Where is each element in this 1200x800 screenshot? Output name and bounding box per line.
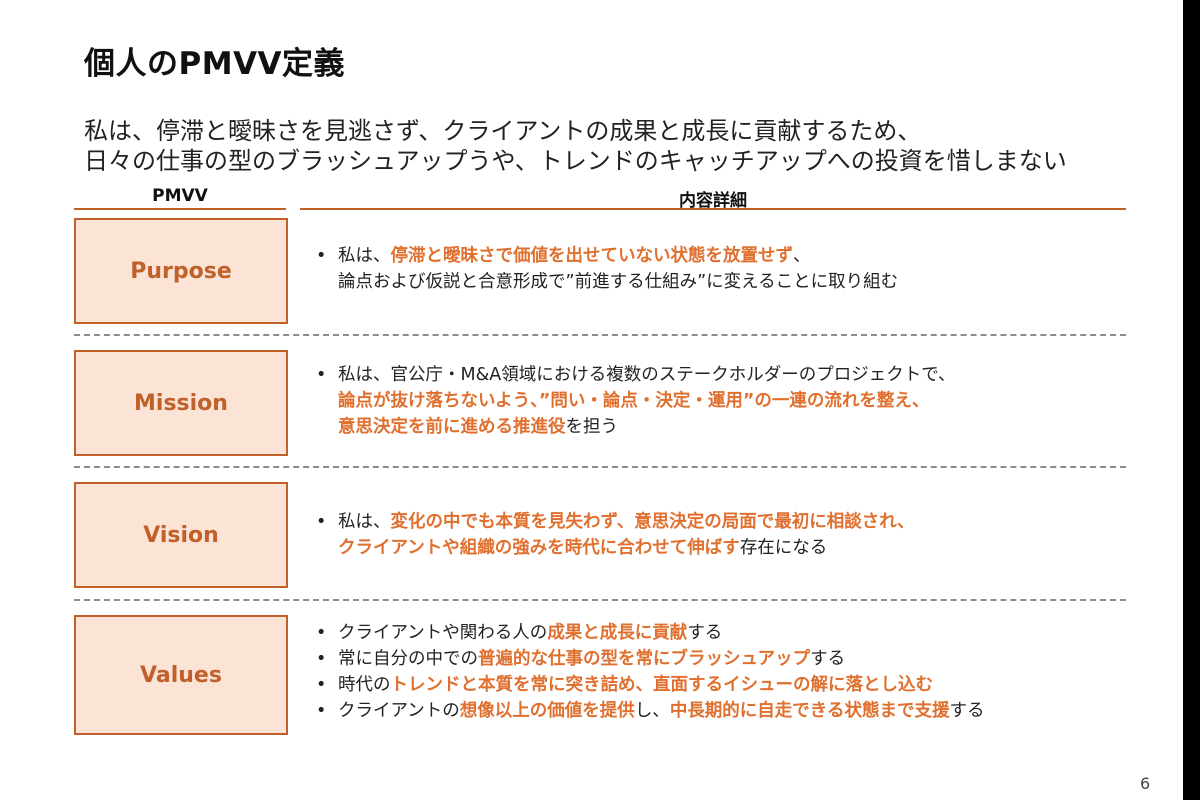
statement: 私は、停滞と曖昧さを見逃さず、クライアントの成果と成長に貢献するため、 日々の仕… [84, 116, 1067, 176]
vision-highlight: クライアントや組織の強みを時代に合わせて伸ばす [338, 538, 740, 558]
values-highlight: 普遍的な仕事の型を常にブラッシュアップ [478, 649, 811, 669]
row-separator [74, 334, 1126, 336]
vision-bullet: 私は、変化の中でも本質を見失わず、意思決定の局面で最初に相談され、 クライアント… [314, 509, 1154, 561]
statement-line-2: 日々の仕事の型のブラッシュアップうや、トレンドのキャッチアップへの投資を惜しまな… [84, 147, 1067, 175]
column-header-details: 内容詳細 [679, 191, 747, 211]
values-label: Values [140, 662, 222, 688]
mission-content: 私は、官公庁・M&A領域における複数のステークホルダーのプロジェクトで、 論点が… [314, 362, 1154, 440]
values-label-box: Values [74, 615, 288, 735]
purpose-text: 、 [793, 246, 811, 266]
purpose-label: Purpose [130, 258, 232, 284]
vision-label: Vision [143, 522, 219, 548]
statement-line-1: 私は、停滞と曖昧さを見逃さず、クライアントの成果と成長に貢献するため、 [84, 117, 922, 145]
mission-label-box: Mission [74, 350, 288, 456]
mission-line-3: 意思決定を前に進める推進役を担う [338, 414, 1154, 440]
mission-bullet: 私は、官公庁・M&A領域における複数のステークホルダーのプロジェクトで、 論点が… [314, 362, 1154, 440]
header-rule-left [74, 208, 286, 210]
mission-highlight: 意思決定を前に進める推進役 [338, 417, 566, 437]
header-rule-right [300, 208, 1126, 210]
purpose-label-box: Purpose [74, 218, 288, 324]
values-text: し、 [634, 701, 670, 721]
purpose-text: 私は、 [338, 246, 391, 266]
purpose-bullet: 私は、停滞と曖昧さで価値を出せていない状態を放置せず、 論点および仮説と合意形成… [314, 243, 1154, 295]
mission-line-1: 私は、官公庁・M&A領域における複数のステークホルダーのプロジェクトで、 [338, 365, 956, 385]
values-text: する [810, 649, 846, 669]
window-frame-right [1183, 0, 1200, 800]
mission-line-2: 論点が抜け落ちないよう、”問い・論点・決定・運用”の一連の流れを整え、 [338, 391, 930, 411]
purpose-line-2: 論点および仮説と合意形成で”前進する仕組み”に変えることに取り組む [338, 272, 899, 292]
vision-label-box: Vision [74, 482, 288, 588]
values-bullet-2: 常に自分の中での普遍的な仕事の型を常にブラッシュアップする [314, 646, 1154, 672]
mission-text: を担う [565, 417, 619, 437]
values-text: する [949, 701, 985, 721]
vision-content: 私は、変化の中でも本質を見失わず、意思決定の局面で最初に相談され、 クライアント… [314, 509, 1154, 561]
page-title: 個人のPMVV定義 [84, 46, 346, 82]
values-highlight: 中長期的に自走できる状態まで支援 [669, 701, 950, 721]
values-highlight: 想像以上の価値を提供 [459, 701, 635, 721]
values-highlight: トレンドと本質を常に突き詰め、直面するイシューの解に落とし込む [390, 675, 934, 695]
page-number: 6 [1140, 774, 1151, 793]
vision-line-1: 私は、変化の中でも本質を見失わず、意思決定の局面で最初に相談され、 [338, 509, 1154, 535]
mission-label: Mission [134, 390, 228, 416]
column-header-pmvv: PMVV [152, 186, 208, 206]
vision-text: 私は、 [338, 512, 391, 532]
values-bullet-3: 時代のトレンドと本質を常に突き詰め、直面するイシューの解に落とし込む [314, 672, 1154, 698]
row-separator [74, 599, 1126, 601]
vision-line-2: クライアントや組織の強みを時代に合わせて伸ばす存在になる [338, 535, 1154, 561]
purpose-highlight: 停滞と曖昧さで価値を出せていない状態を放置せず [390, 246, 794, 266]
purpose-line-1: 私は、停滞と曖昧さで価値を出せていない状態を放置せず、 [338, 243, 1154, 269]
values-text: 常に自分の中での [338, 649, 478, 669]
values-text: クライアントの [338, 701, 460, 721]
values-bullet-4: クライアントの想像以上の価値を提供し、中長期的に自走できる状態まで支援する [314, 698, 1154, 724]
vision-text: 存在になる [739, 538, 828, 558]
purpose-content: 私は、停滞と曖昧さで価値を出せていない状態を放置せず、 論点および仮説と合意形成… [314, 243, 1154, 295]
values-bullet-1: クライアントや関わる人の成果と成長に貢献する [314, 620, 1154, 646]
vision-highlight: 変化の中でも本質を見失わず、意思決定の局面で最初に相談され、 [390, 512, 915, 532]
values-text: する [687, 623, 723, 643]
values-text: クライアントや関わる人の [338, 623, 548, 643]
row-separator [74, 466, 1126, 468]
values-text: 時代の [338, 675, 391, 695]
values-highlight: 成果と成長に貢献 [547, 623, 688, 643]
values-content: クライアントや関わる人の成果と成長に貢献する 常に自分の中での普遍的な仕事の型を… [314, 620, 1154, 724]
